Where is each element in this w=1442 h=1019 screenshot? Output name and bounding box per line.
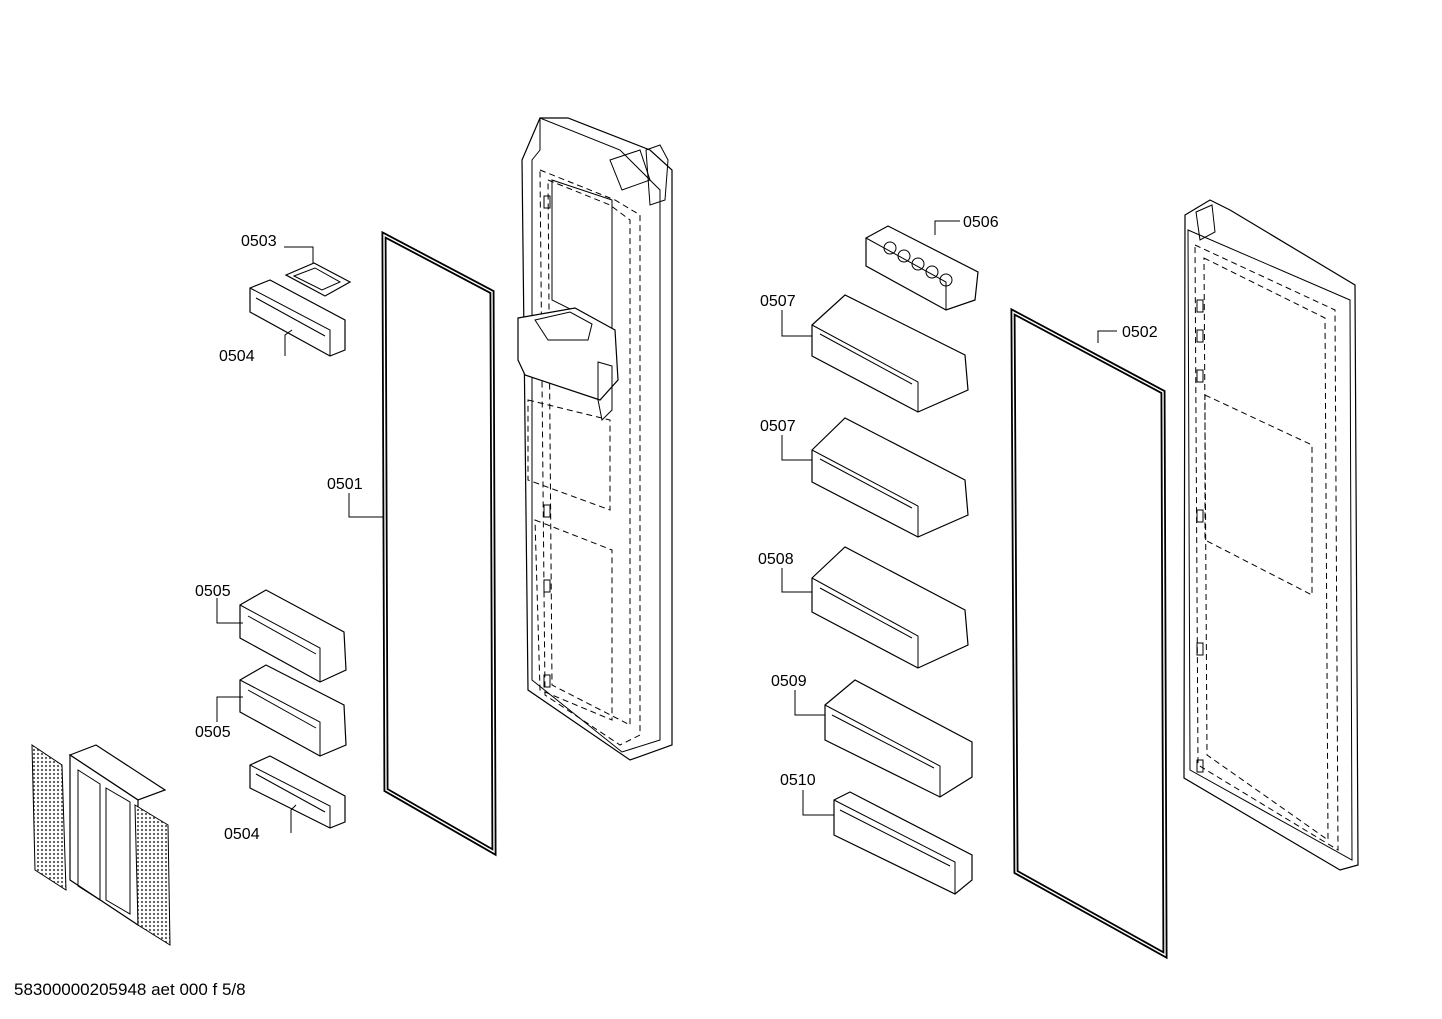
label-0510: 0510: [780, 772, 816, 789]
label-0502: 0502: [1122, 324, 1158, 341]
door-shelf-0505-a: [239, 589, 347, 683]
label-0503: 0503: [241, 233, 277, 250]
egg-tray-0506: [865, 225, 979, 311]
door-shelf-0509: [824, 679, 973, 798]
small-cover-0503: [284, 262, 352, 297]
door-gasket-right: [1010, 307, 1168, 960]
document-footer-id: 58300000205948 aet 000 f 5/8: [14, 980, 246, 999]
door-shelf-0504-bottom: [249, 755, 346, 829]
part-labels: 0503 0504 0501 0505 0505 0504 0506 0502 …: [195, 214, 1158, 843]
leader-lines: [216, 220, 1117, 833]
label-0506: 0506: [963, 214, 999, 231]
door-shelf-0504-top: [249, 279, 346, 357]
label-0507-a: 0507: [760, 293, 796, 310]
label-0501: 0501: [327, 476, 363, 493]
left-door-panel: [517, 117, 673, 761]
door-gasket-left: [381, 230, 497, 857]
label-0507-b: 0507: [760, 418, 796, 435]
door-shelf-0508: [811, 546, 969, 669]
label-0504-bottom: 0504: [224, 826, 260, 843]
right-door-panel: [1183, 199, 1359, 871]
label-0505-a: 0505: [195, 583, 231, 600]
door-shelf-0507-a: [811, 294, 969, 413]
label-0504-top: 0504: [219, 348, 255, 365]
label-0508: 0508: [758, 551, 794, 568]
label-0505-b: 0505: [195, 724, 231, 741]
door-shelf-0510: [833, 791, 973, 895]
door-shelf-0507-b: [811, 417, 969, 538]
label-0509: 0509: [771, 673, 807, 690]
filter-housing: [31, 744, 171, 946]
door-shelf-0505-b: [239, 664, 347, 757]
